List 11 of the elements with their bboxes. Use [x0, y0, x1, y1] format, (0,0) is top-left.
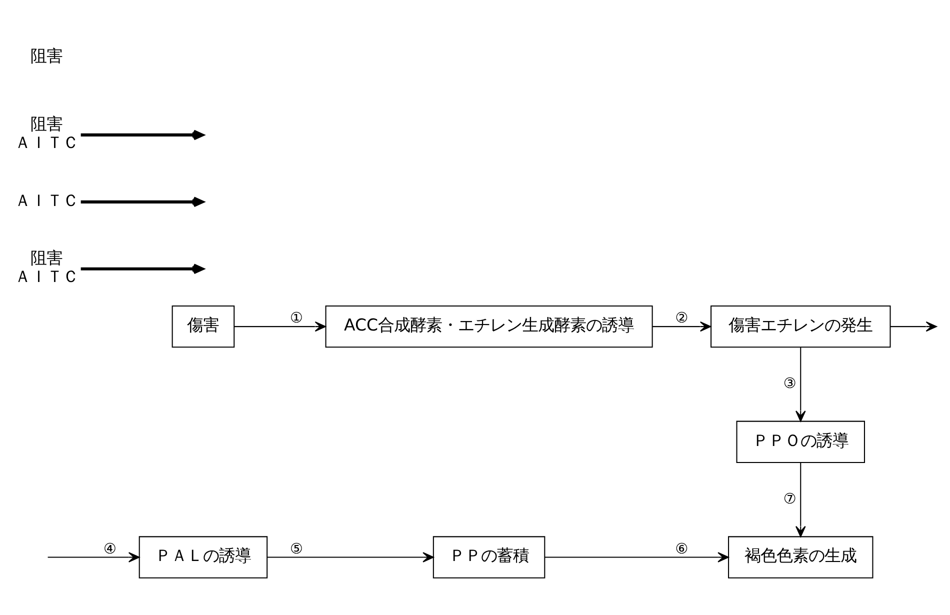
edge-label: ⑥ [675, 541, 688, 558]
edge-label: ③ [783, 376, 796, 392]
edge-label: ④ [104, 541, 116, 558]
label: 阻害 [30, 46, 63, 66]
node-text: 阻害 ＡＩＴＣ [14, 248, 79, 286]
edge-label: ⑦ [783, 491, 796, 508]
edge-label: ② [675, 310, 688, 327]
node-text: ＡＩＴＣ [14, 190, 79, 210]
edge-label: ① [290, 310, 303, 327]
node-text: 阻害 ＡＩＴＣ [14, 114, 79, 152]
edge-label: ⑤ [290, 541, 303, 558]
